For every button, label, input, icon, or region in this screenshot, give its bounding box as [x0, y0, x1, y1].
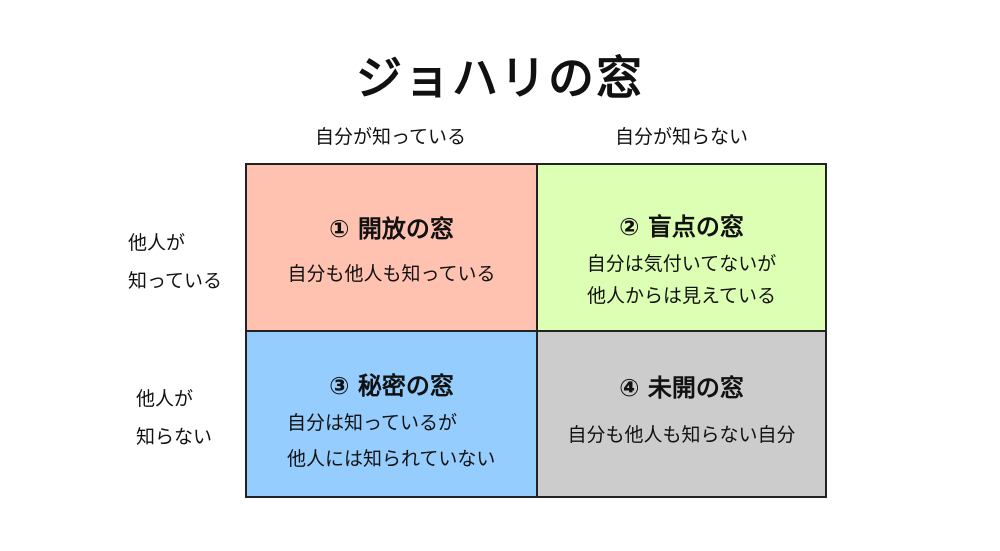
cell-title: ② 盲点の窓 [619, 213, 744, 241]
cell-text: 自分も他人も知らない自分 [567, 424, 796, 446]
row-header-known-to-others: 他人が 知っている [128, 224, 222, 300]
column-header-known-to-self: 自分が知っている [314, 126, 467, 148]
row-header-line: 知らない [136, 426, 213, 448]
cell-text: 他人には知られていない [287, 448, 496, 470]
cell-title: ③ 秘密の窓 [329, 372, 454, 400]
blind-window-cell: ② 盲点の窓 自分は気付いてないが 他人からは見えている [536, 163, 827, 332]
open-window-cell: ① 開放の窓 自分も他人も知っている [245, 163, 538, 332]
cell-text: 自分も他人も知っている [287, 263, 496, 285]
cell-text: 自分は気付いてないが [586, 253, 777, 275]
row-header-line: 他人が [136, 388, 194, 410]
row-header-unknown-to-others: 他人が 知らない [136, 380, 212, 456]
cell-text: 他人からは見えている [586, 285, 777, 307]
row-header-line: 他人が [128, 232, 186, 254]
column-header-unknown-to-self: 自分が知らない [614, 126, 748, 148]
cell-title: ① 開放の窓 [329, 215, 454, 243]
cell-title: ④ 未開の窓 [619, 374, 744, 402]
unknown-window-cell: ④ 未開の窓 自分も他人も知らない自分 [536, 330, 827, 498]
hidden-window-cell: ③ 秘密の窓 自分は知っているが 他人には知られていない [245, 330, 538, 498]
diagram-title: ジョハリの窓 [356, 51, 644, 105]
cell-text: 自分は知っているが [287, 412, 458, 434]
row-header-line: 知っている [128, 270, 223, 292]
